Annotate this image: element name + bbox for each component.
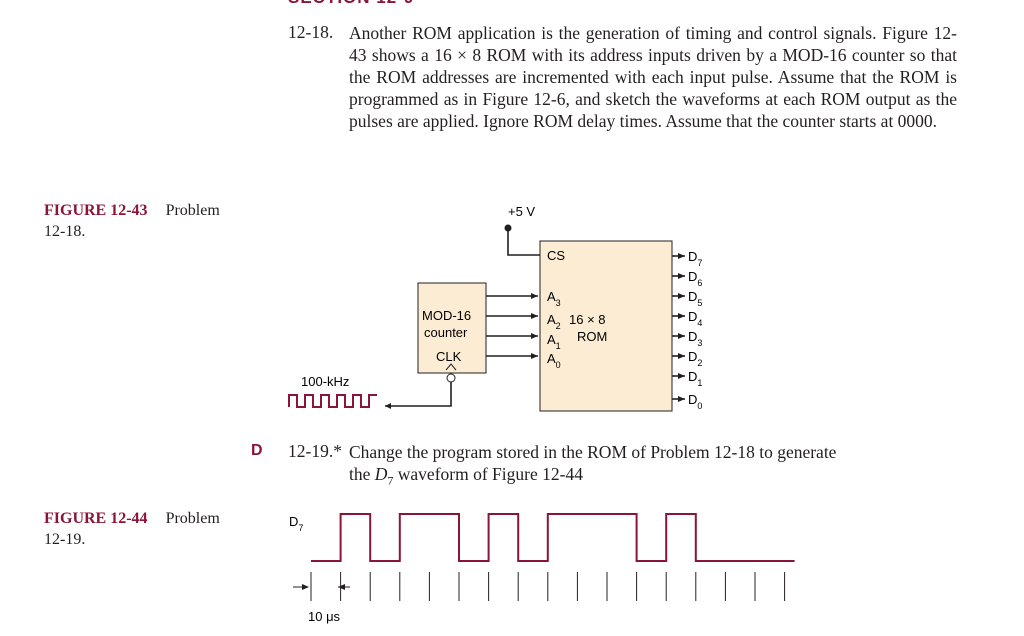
- problem-12-19-text: Change the program stored in the ROM of …: [349, 441, 969, 492]
- clock-source-label: 100-kHz: [301, 374, 349, 389]
- rom-outputs: D7 D6 D5 D4 D3 D2 D1 D0: [672, 249, 702, 411]
- cs-wire: [507, 228, 540, 256]
- clock-pulse-train: [288, 394, 377, 408]
- clk-label: CLK: [436, 349, 462, 364]
- rom-label-size: 16 × 8: [569, 312, 606, 327]
- figure-12-44-number: FIGURE 12-44: [44, 510, 148, 527]
- problem-12-19-sub: 7: [387, 473, 394, 488]
- clock-wire: [385, 382, 452, 407]
- figure-12-43-caption-ref: 12-18.: [44, 223, 86, 240]
- figure-12-44-caption: FIGURE 12-44 Problem 12-19.: [44, 508, 274, 550]
- cs-label: CS: [547, 248, 565, 263]
- figure-12-43-number: FIGURE 12-43: [44, 202, 148, 219]
- figure-12-43-caption: FIGURE 12-43 Problem 12-18.: [44, 200, 274, 242]
- clock-edge-symbol: [445, 363, 457, 371]
- rom-label-text: ROM: [577, 329, 607, 344]
- rom-box: [539, 240, 673, 412]
- clock-wire-arrow: [385, 403, 391, 409]
- output-d3-label: D3: [688, 329, 702, 348]
- output-d0-label: D0: [688, 392, 702, 411]
- output-d7-label: D7: [688, 249, 702, 268]
- problem-12-19-number: 12-19.*: [288, 441, 342, 461]
- interval-arrow-left-head: [302, 584, 309, 590]
- supply-label: +5 V: [508, 204, 535, 219]
- time-ticks: [310, 572, 786, 601]
- signal-name-label: D7: [289, 514, 303, 533]
- problem-12-18-number: 12-18.: [288, 22, 334, 42]
- section-header: SECTION 12-9: [288, 0, 414, 8]
- problem-12-19-line2: the D7 waveform of Figure 12-44: [349, 463, 969, 492]
- output-d4-label: D4: [688, 309, 702, 328]
- figure-12-43-caption-word: Problem: [165, 202, 220, 219]
- counter-box: [417, 282, 487, 374]
- output-d1-label: D1: [688, 369, 702, 388]
- figure-12-44-diagram: D7 10 μs: [289, 513, 795, 624]
- problem-12-18-text: Another ROM application is the generatio…: [349, 23, 957, 131]
- output-d5-label: D5: [688, 289, 702, 308]
- counter-label-1: MOD-16: [422, 308, 471, 323]
- problem-12-19-line1: Change the program stored in the ROM of …: [349, 442, 837, 462]
- d7-waveform: [311, 513, 795, 562]
- interval-label: 10 μs: [308, 609, 341, 624]
- problem-12-19-suffix: waveform of Figure 12-44: [393, 464, 583, 484]
- problem-12-19-var: D: [374, 464, 388, 484]
- clk-bubble: [446, 373, 456, 383]
- waveform-group: [311, 513, 795, 562]
- counter-label-2: counter: [424, 325, 468, 340]
- figure-12-44-caption-ref: 12-19.: [44, 531, 86, 548]
- interval-arrow-right-head: [338, 584, 345, 590]
- problem-12-19-prefix: the: [349, 464, 375, 484]
- output-d6-label: D6: [688, 269, 702, 288]
- output-d2-label: D2: [688, 349, 702, 368]
- figure-12-44-caption-word: Problem: [165, 510, 220, 527]
- design-problem-marker: D: [251, 442, 263, 459]
